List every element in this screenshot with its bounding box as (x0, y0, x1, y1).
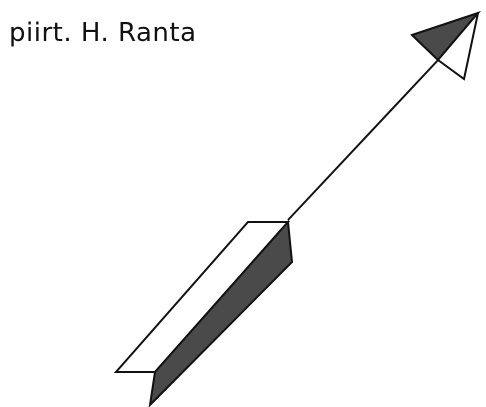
arrowhead-white-half (436, 12, 479, 81)
arrow-shaft (287, 57, 441, 221)
drawn-by-credit: piirt. H. Ranta (9, 18, 197, 48)
arrow-group (113, 10, 482, 407)
tail-shaded-face (148, 219, 294, 407)
